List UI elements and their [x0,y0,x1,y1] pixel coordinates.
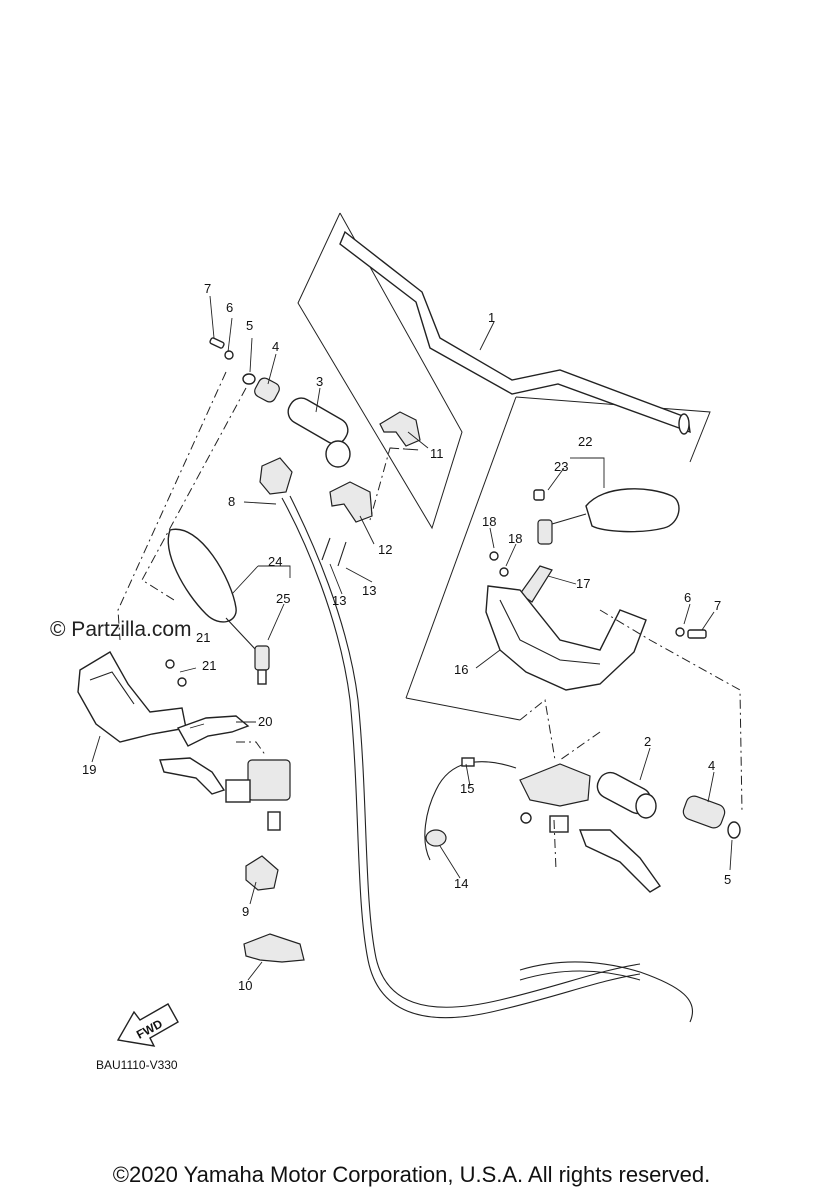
callout-23: 23 [554,459,568,474]
lever-assembly-left [159,757,291,831]
callout-13-b: 13 [362,583,376,598]
callout-1: 1 [488,310,495,325]
callout-21-a: 21 [196,630,210,645]
clutch-lever-right [519,763,662,893]
callout-18-b: 18 [508,531,522,546]
bolt-and-washer-left [209,337,234,360]
callout-24: 24 [268,554,282,569]
bar-end-weight-right [682,795,741,839]
callout-19: 19 [82,762,96,777]
alignment-lines [117,371,743,871]
callout-8: 8 [228,494,235,509]
throttle-cable [281,495,694,1023]
grip-left [287,397,351,468]
holder-12 [329,481,373,523]
copyright-notice: ©2020 Yamaha Motor Corporation, U.S.A. A… [112,1162,711,1187]
callout-4-left: 4 [272,339,279,354]
right-side-frame [405,396,711,721]
guard-brackets-20-21 [165,659,250,747]
callout-15: 15 [460,781,474,796]
cable-15 [424,757,517,861]
callout-6-left: 6 [226,300,233,315]
screws-13 [321,537,347,567]
callout-4-right: 4 [708,758,715,773]
callout-2: 2 [644,734,651,749]
callout-7-left: 7 [204,281,211,296]
handlebar-frame [297,212,463,530]
callout-20: 20 [258,714,272,729]
callout-10: 10 [238,978,252,993]
watermark: © Partzilla.com [50,618,192,641]
callout-3: 3 [316,374,323,389]
callout-14: 14 [454,876,468,891]
knuckle-guard-right [485,585,647,691]
callout-18-a: 18 [482,514,496,529]
callout-7-right: 7 [714,598,721,613]
callout-11: 11 [430,446,444,461]
leader-lines [91,295,733,981]
callout-16: 16 [454,662,468,677]
callout-9: 9 [242,904,249,919]
clamp-14 [425,829,447,847]
callout-6-right: 6 [684,590,691,605]
switch-clamp-11 [379,411,421,447]
bolt-washer-right [675,627,707,639]
clamp-10 [243,933,305,963]
clamp-9 [245,855,279,891]
callout-17: 17 [576,576,590,591]
callout-labels: 1 2 3 4 4 5 5 6 6 7 7 8 9 10 11 12 13 13… [82,281,731,993]
handlebar [339,230,691,435]
forward-arrow-icon [116,1003,179,1047]
callout-22: 22 [578,434,592,449]
callout-25: 25 [276,591,290,606]
throttle-housing-8 [259,457,293,495]
mirror-right [533,488,680,545]
callout-5-right: 5 [724,872,731,887]
diagram-code: BAU1110-V330 [96,1058,178,1072]
callout-5-left: 5 [246,318,253,333]
callout-13-a: 13 [332,593,346,608]
grip-right [596,771,657,819]
callout-21-b: 21 [202,658,216,673]
bar-end-weight-left [242,373,280,403]
mirror-left [167,528,270,685]
callout-12: 12 [378,542,392,557]
